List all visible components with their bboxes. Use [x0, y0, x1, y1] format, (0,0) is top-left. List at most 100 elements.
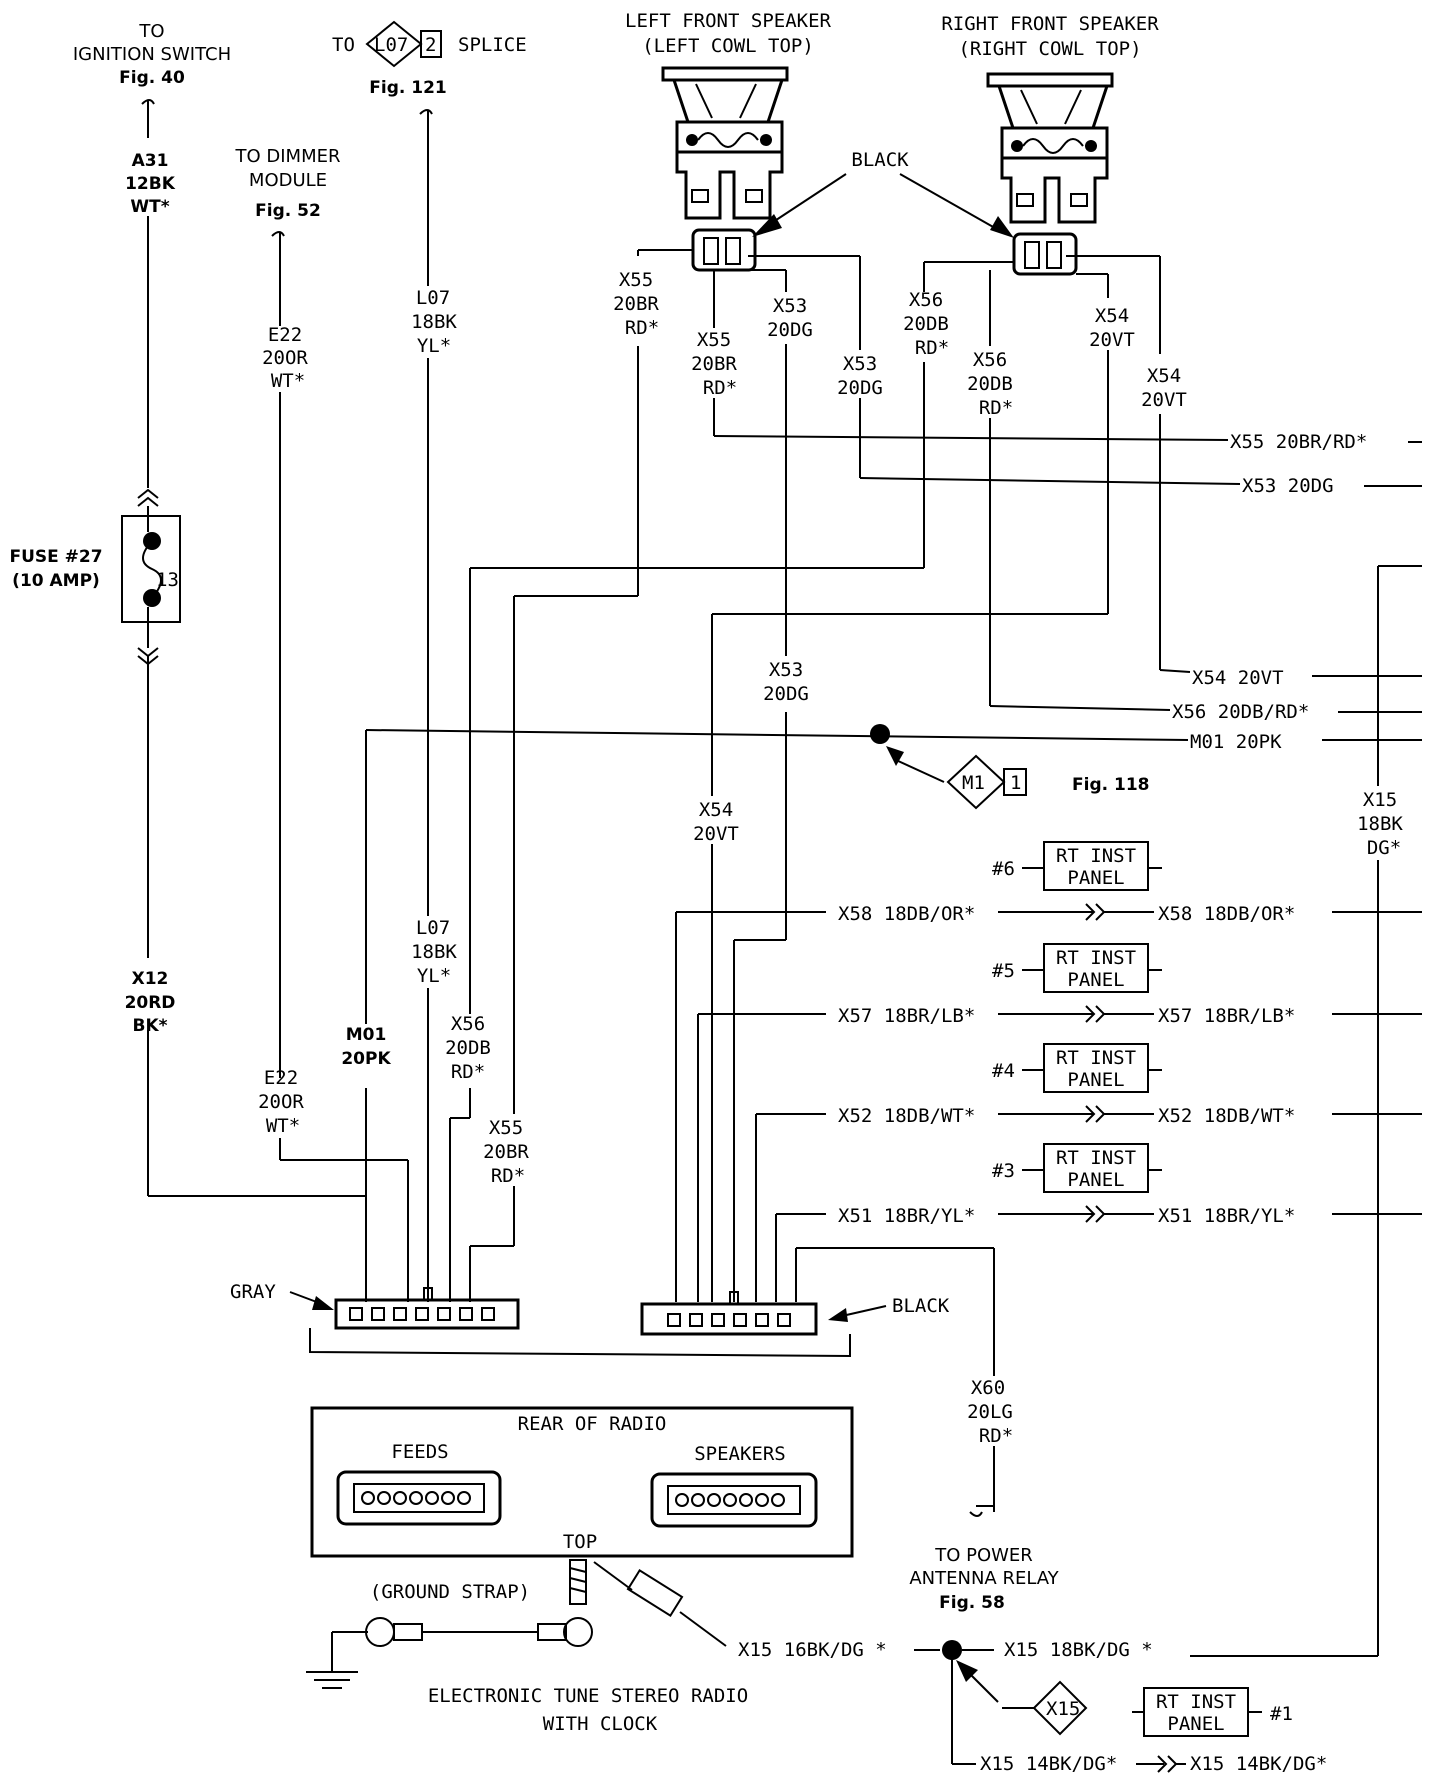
ground-strap: TOP (GROUND STRAP): [306, 1531, 727, 1689]
svg-text:E22: E22: [268, 324, 302, 346]
svg-text:WT*: WT*: [130, 197, 169, 217]
wire-x15-right: [1190, 565, 1422, 1657]
svg-text:20DB: 20DB: [967, 373, 1013, 395]
wire-label-l07-top: L07 18BK YL*: [411, 287, 457, 357]
svg-text:20BR: 20BR: [483, 1141, 529, 1163]
gray-connector-label: GRAY: [230, 1281, 276, 1303]
svg-text:RIGHT FRONT SPEAKER: RIGHT FRONT SPEAKER: [941, 13, 1159, 35]
wire-label-x55-b: X55 20BR RD*: [691, 329, 737, 399]
svg-text:TO: TO: [332, 34, 355, 56]
svg-text:X51 18BR/YL*: X51 18BR/YL*: [1158, 1205, 1295, 1227]
svg-text:X52 18DB/WT*: X52 18DB/WT*: [838, 1105, 975, 1127]
svg-text:RD*: RD*: [915, 337, 949, 359]
svg-text:X57 18BR/LB*: X57 18BR/LB*: [838, 1005, 975, 1027]
wire-x54-right-speaker: [711, 255, 1422, 1302]
svg-text:X56: X56: [973, 349, 1007, 371]
svg-text:WT*: WT*: [271, 370, 305, 392]
svg-text:SPEAKERS: SPEAKERS: [694, 1443, 786, 1465]
gray-leader: [289, 1291, 334, 1310]
black-connector: [640, 1291, 818, 1336]
gray-connector: [334, 1287, 520, 1330]
svg-text:(GROUND STRAP): (GROUND STRAP): [370, 1581, 530, 1603]
svg-text:X15: X15: [1046, 1698, 1080, 1720]
wire-label-x56-right: X56 20DB/RD*: [1172, 701, 1309, 723]
svg-text:18BK: 18BK: [1357, 813, 1403, 835]
wire-l07: [419, 109, 433, 1302]
x15-splice: X15 16BK/DG * X15 18BK/DG * X15 14BK/DG*…: [738, 1639, 1327, 1775]
svg-text:X15 16BK/DG *: X15 16BK/DG *: [738, 1639, 887, 1661]
svg-text:20VT: 20VT: [1141, 389, 1187, 411]
svg-text:X15 14BK/DG*: X15 14BK/DG*: [1190, 1753, 1327, 1775]
l07-splice-ref: TO L07 2 SPLICE Fig. 121: [332, 20, 527, 98]
svg-text:(10 AMP): (10 AMP): [12, 571, 100, 591]
wire-label-e22-bottom: E22 20OR WT*: [258, 1067, 304, 1137]
svg-text:#3: #3: [992, 1160, 1015, 1182]
svg-text:X15 18BK/DG *: X15 18BK/DG *: [1004, 1639, 1153, 1661]
svg-text:1: 1: [1010, 772, 1021, 794]
wire-label-x53-b: X53 20DG: [837, 353, 883, 399]
svg-text:20VT: 20VT: [1089, 329, 1135, 351]
svg-text:13: 13: [156, 569, 179, 591]
wire-label-x56-bottom: X56 20DB RD*: [445, 1013, 491, 1083]
svg-text:PANEL: PANEL: [1067, 1169, 1124, 1191]
svg-text:X53: X53: [843, 353, 877, 375]
svg-text:20BR: 20BR: [691, 353, 737, 375]
svg-text:SPLICE: SPLICE: [458, 34, 527, 56]
svg-text:Fig. 58: Fig. 58: [939, 1593, 1005, 1613]
svg-text:X53: X53: [769, 659, 803, 681]
svg-text:20OR: 20OR: [258, 1091, 304, 1113]
svg-text:ELECTRONIC TUNE STEREO RADIO: ELECTRONIC TUNE STEREO RADIO: [428, 1685, 748, 1707]
left-speaker-label: LEFT FRONT SPEAKER (LEFT COWL TOP): [625, 10, 831, 57]
wire-x53-left-speaker: [733, 255, 1422, 1302]
svg-text:RD*: RD*: [491, 1165, 525, 1187]
svg-text:IGNITION SWITCH: IGNITION SWITCH: [73, 44, 231, 65]
wire-label-m01-right: M01 20PK: [1190, 731, 1282, 753]
left-speaker-plug: [691, 228, 757, 272]
svg-text:RT INST: RT INST: [1056, 1147, 1136, 1169]
svg-text:Fig. 52: Fig. 52: [255, 201, 321, 221]
wire-label-x54-b: X54 20VT: [1141, 365, 1187, 411]
svg-text:LEFT FRONT SPEAKER: LEFT FRONT SPEAKER: [625, 10, 831, 32]
svg-text:20OR: 20OR: [262, 347, 308, 369]
svg-text:WT*: WT*: [266, 1115, 300, 1137]
svg-text:TO DIMMER: TO DIMMER: [235, 146, 341, 167]
svg-text:Fig. 118: Fig. 118: [1072, 775, 1149, 795]
svg-text:X58 18DB/OR*: X58 18DB/OR*: [838, 903, 975, 925]
rear-of-radio-box: REAR OF RADIO FEEDS SPEAKERS: [310, 1406, 854, 1558]
svg-text:ANTENNA RELAY: ANTENNA RELAY: [909, 1568, 1059, 1589]
wire-label-x55-right: X55 20BR/RD*: [1230, 431, 1367, 453]
svg-text:(RIGHT COWL TOP): (RIGHT COWL TOP): [958, 38, 1141, 60]
svg-text:20DG: 20DG: [837, 377, 883, 399]
wire-a31-x12: [137, 99, 367, 1302]
svg-text:X12: X12: [132, 969, 169, 989]
wire-x55-left-speaker: [638, 249, 1229, 441]
svg-text:X15: X15: [1363, 789, 1397, 811]
panel-row-3: #3 RT INST PANEL X51 18BR/YL* X51 18BR/Y…: [775, 1143, 1422, 1302]
svg-text:RT INST: RT INST: [1056, 845, 1136, 867]
svg-text:L07: L07: [416, 917, 450, 939]
svg-text:#4: #4: [992, 1060, 1015, 1082]
svg-text:BK*: BK*: [132, 1016, 167, 1036]
svg-text:RD*: RD*: [979, 1425, 1013, 1447]
svg-text:X55: X55: [489, 1117, 523, 1139]
feeds-connector: [336, 1470, 502, 1526]
svg-text:20DB: 20DB: [445, 1037, 491, 1059]
svg-text:Fig. 40: Fig. 40: [119, 68, 185, 88]
svg-text:X15 14BK/DG*: X15 14BK/DG*: [980, 1753, 1117, 1775]
radio-title: ELECTRONIC TUNE STEREO RADIO WITH CLOCK: [428, 1685, 748, 1735]
wire-label-x15-right: X15 18BK DG*: [1357, 789, 1403, 859]
wire-e22: [271, 231, 409, 1302]
wire-label-x55-a: X55 20BR RD*: [613, 269, 659, 339]
svg-text:20VT: 20VT: [693, 823, 739, 845]
svg-text:X55: X55: [619, 269, 653, 291]
svg-text:DG*: DG*: [1367, 837, 1401, 859]
right-speaker-plug: [1012, 232, 1078, 276]
svg-text:RT INST: RT INST: [1056, 947, 1136, 969]
wire-label-x54-mid: X54 20VT: [693, 799, 739, 845]
svg-text:PANEL: PANEL: [1067, 1069, 1124, 1091]
svg-text:X52 18DB/WT*: X52 18DB/WT*: [1158, 1105, 1295, 1127]
svg-text:X51 18BR/YL*: X51 18BR/YL*: [838, 1205, 975, 1227]
left-front-speaker: [661, 66, 789, 220]
svg-text:18BK: 18BK: [411, 941, 457, 963]
svg-text:(LEFT COWL TOP): (LEFT COWL TOP): [642, 35, 814, 57]
